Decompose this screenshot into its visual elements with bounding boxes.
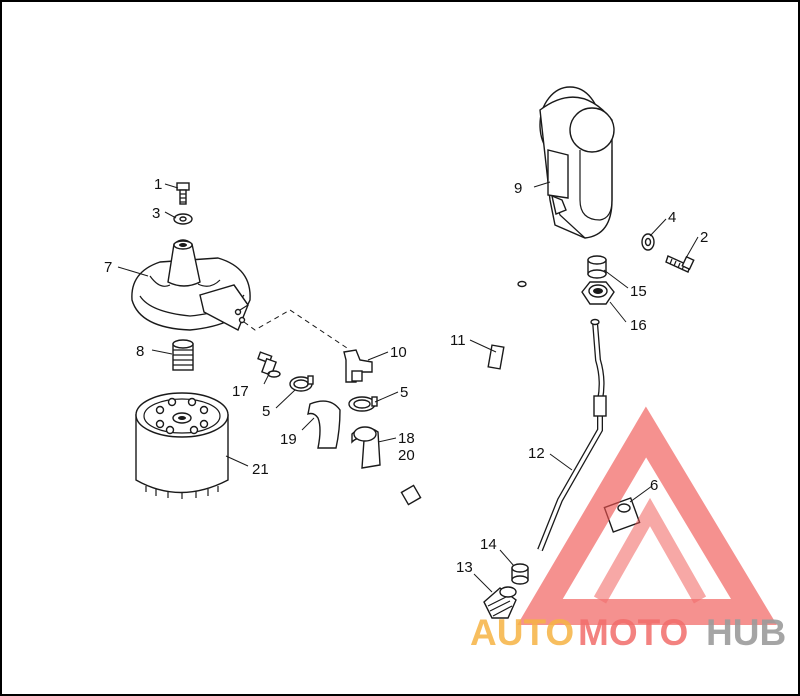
part-bracket-9 <box>539 86 615 239</box>
part-elbow-10 <box>343 349 373 383</box>
callout-16: 16 <box>630 317 647 334</box>
callout-4: 4 <box>668 209 676 226</box>
callout-20: 20 <box>398 447 415 464</box>
callout-2: 2 <box>700 229 708 246</box>
watermark-hub: HUB <box>706 612 786 653</box>
callout-7: 7 <box>104 259 112 276</box>
part-ring-14 <box>511 563 529 585</box>
part-nut-16 <box>581 281 615 305</box>
callout-12: 12 <box>528 445 545 462</box>
part-clamp-5b <box>348 396 378 412</box>
callout-11: 11 <box>450 332 466 349</box>
callout-1: 1 <box>154 176 162 193</box>
part-fitting-13 <box>483 586 517 619</box>
watermark-auto: AUTO <box>470 612 574 653</box>
part-bolt-2 <box>665 255 695 273</box>
part-bolt-1 <box>176 182 190 205</box>
callout-14: 14 <box>480 536 497 553</box>
automotohub-watermark: AUTO MOTO HUB <box>470 406 786 653</box>
callout-5-left: 5 <box>262 403 270 420</box>
callout-labels: 1 3 7 8 17 5 19 10 5 18 20 21 11 9 4 2 1… <box>104 176 708 576</box>
leader-lines <box>117 181 699 593</box>
callout-13: 13 <box>456 559 473 576</box>
callout-18: 18 <box>398 430 415 447</box>
watermark-triangle-logo <box>517 406 777 625</box>
part-filter-adapter-7 <box>131 239 251 331</box>
callout-19: 19 <box>280 431 297 448</box>
part-fitting-17 <box>257 351 281 378</box>
part-nipple-8 <box>172 339 194 371</box>
callout-6: 6 <box>650 477 658 494</box>
part-oil-line-12 <box>537 318 607 552</box>
part-clamp-5a <box>289 375 314 392</box>
callout-15: 15 <box>630 283 647 300</box>
part-oil-line-11 <box>400 280 527 506</box>
callout-10: 10 <box>390 344 407 361</box>
callout-21: 21 <box>252 461 269 478</box>
part-hose-19 <box>307 400 341 449</box>
watermark-moto: MOTO <box>578 612 688 653</box>
callout-3: 3 <box>152 205 160 222</box>
callout-9: 9 <box>514 180 522 197</box>
callout-5-right: 5 <box>400 384 408 401</box>
part-sleeve-15 <box>587 255 607 279</box>
part-oil-filter-21 <box>135 392 229 499</box>
callout-17: 17 <box>232 383 249 400</box>
callout-8: 8 <box>136 343 144 360</box>
